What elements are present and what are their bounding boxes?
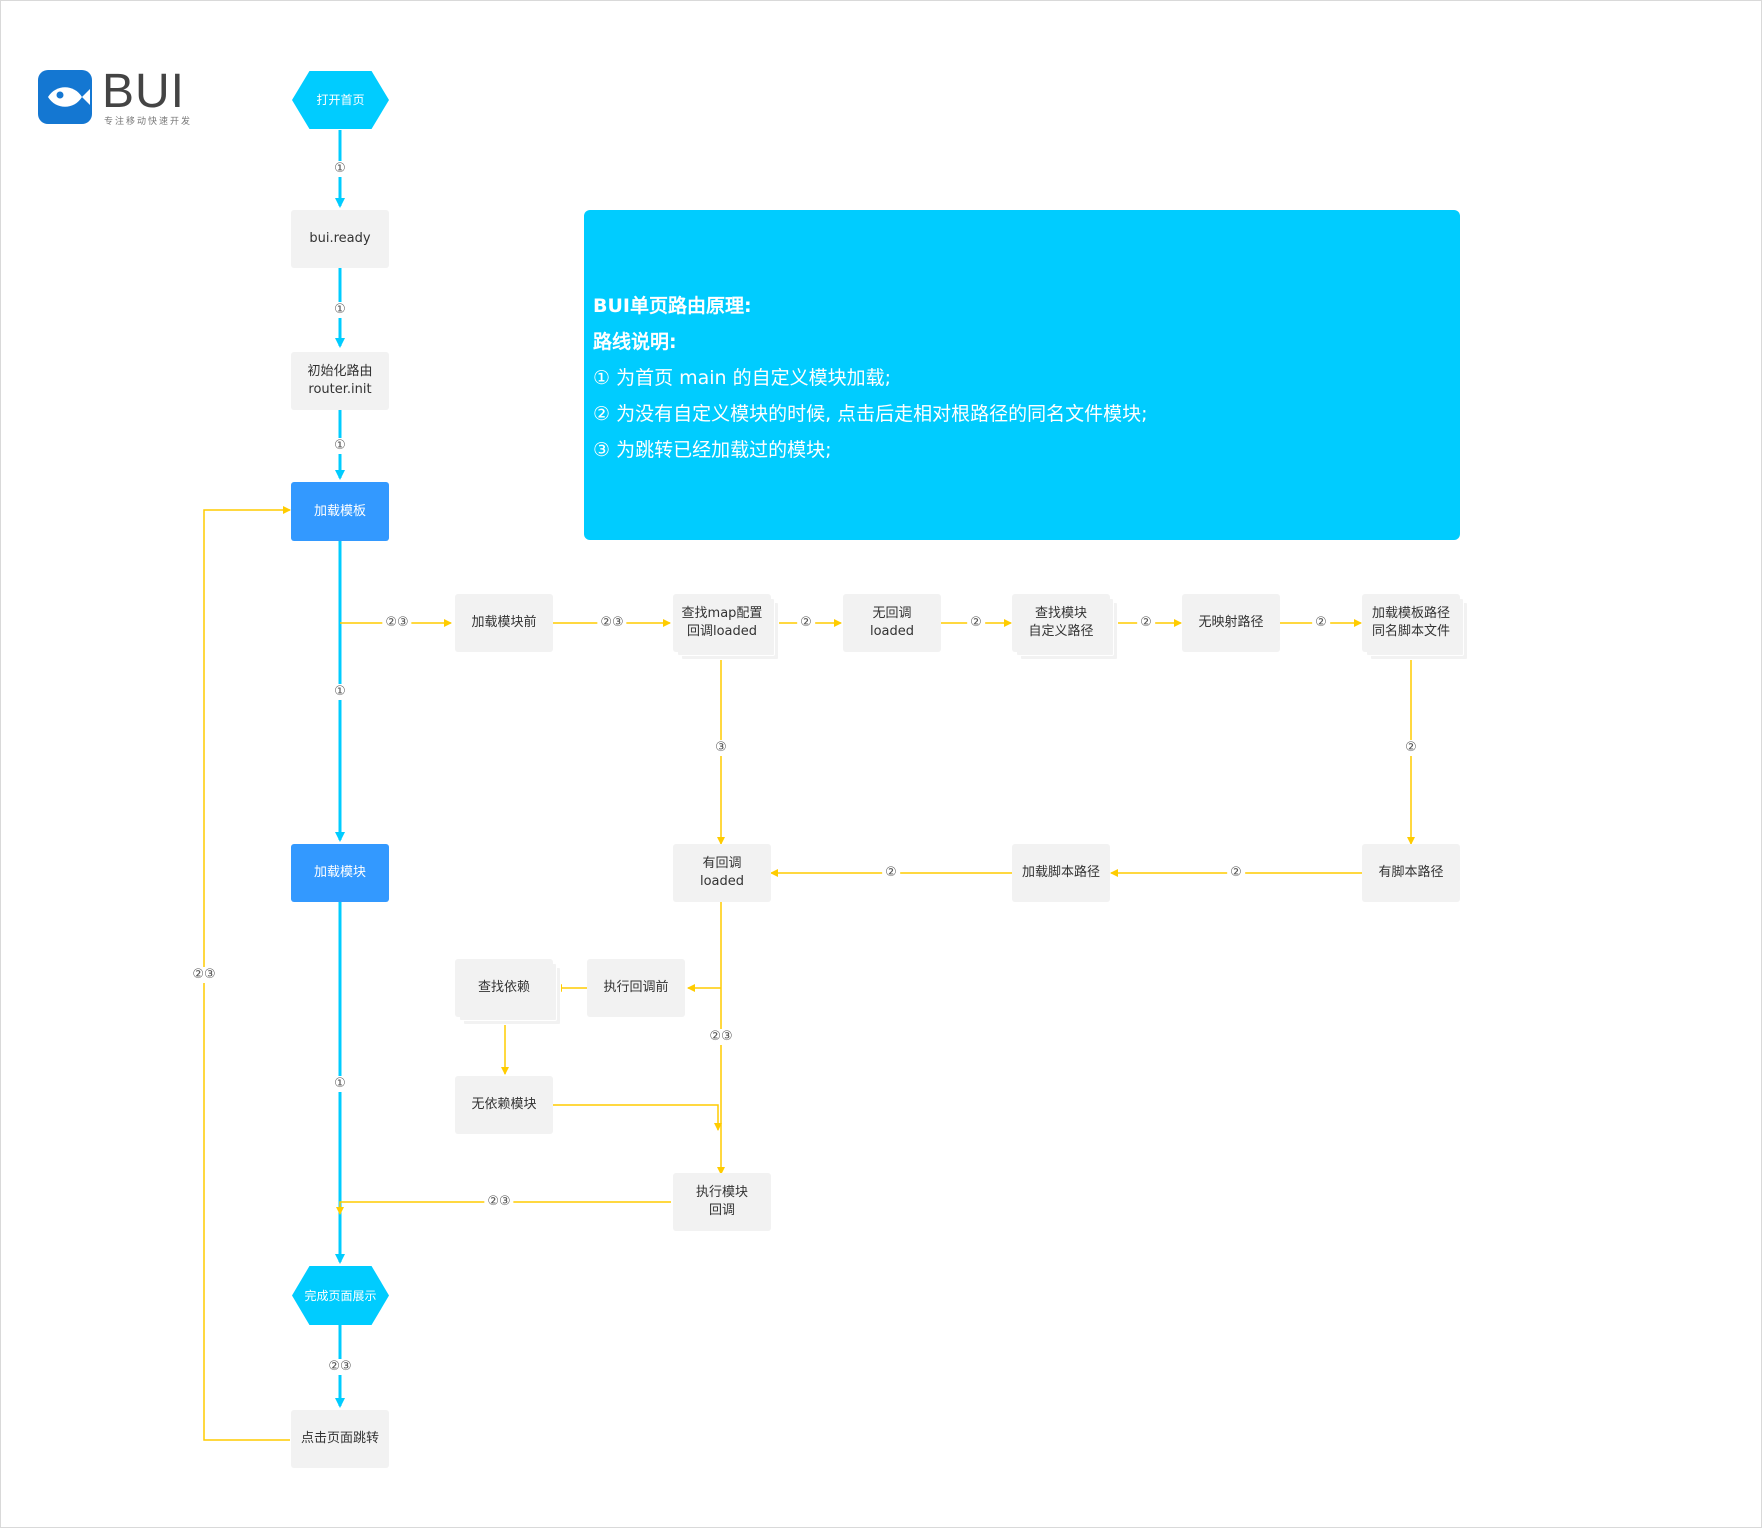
edge-label: ②	[1402, 740, 1420, 756]
info-line: ② 为没有自定义模块的时候, 点击后走相对根路径的同名文件模块;	[593, 403, 1148, 425]
node-find-map: 查找map配置 回调loaded	[673, 594, 771, 652]
edge-label: ②③	[484, 1194, 514, 1210]
node-has-script-path: 有脚本路径	[1362, 844, 1460, 902]
node-load-template: 加载模板	[291, 482, 389, 541]
edge-label: ①	[331, 302, 349, 318]
node-find-deps-stack: 查找依赖	[455, 959, 561, 1025]
node-find-custom-path: 查找模块 自定义路径	[1012, 594, 1110, 652]
node-no-deps: 无依赖模块	[455, 1076, 553, 1134]
fish-logo-icon	[38, 70, 92, 124]
info-line: ① 为首页 main 的自定义模块加载;	[593, 367, 892, 389]
edge-label: ②	[797, 615, 815, 631]
node-router-init: 初始化路由 router.init	[291, 352, 389, 410]
node-click-jump: 点击页面跳转	[291, 1410, 389, 1468]
node-find-deps: 查找依赖	[455, 959, 553, 1017]
edge-label: ②③	[597, 615, 627, 631]
edge-label: ①	[331, 684, 349, 700]
info-line: ③ 为跳转已经加载过的模块;	[593, 439, 832, 461]
node-no-callback: 无回调 loaded	[843, 594, 941, 652]
edge-label: ②③	[325, 1359, 355, 1375]
edge-label: ②	[967, 615, 985, 631]
node-before-callback: 执行回调前	[587, 959, 685, 1017]
edge-label: ②③	[706, 1029, 736, 1045]
edge-label: ②	[1227, 865, 1245, 881]
node-exec-callback: 执行模块 回调	[673, 1173, 771, 1231]
node-no-mapping: 无映射路径	[1182, 594, 1280, 652]
logo-text: BUI	[102, 65, 186, 118]
edge-label: ②	[882, 865, 900, 881]
edge-label: ②③	[189, 967, 219, 983]
edge-label: ②③	[382, 615, 412, 631]
logo-slogan: 专注移动快速开发	[104, 117, 193, 127]
node-page-done: 完成页面展示	[292, 1266, 389, 1325]
node-has-callback: 有回调 loaded	[673, 844, 771, 902]
edge-label: ①	[331, 438, 349, 454]
edge-label: ①	[331, 1076, 349, 1092]
node-bui-ready: bui.ready	[291, 210, 389, 268]
node-load-script-path: 加载脚本路径	[1012, 844, 1110, 902]
node-load-template-path: 加载模板路径 同名脚本文件	[1362, 594, 1460, 652]
edge-nodeps-exec	[553, 1104, 722, 1131]
edge-label: ③	[712, 740, 730, 756]
edge-label: ②	[1137, 615, 1155, 631]
info-title: BUI单页路由原理:	[593, 295, 752, 317]
node-find-custom-path-stack: 查找模块 自定义路径	[1012, 594, 1118, 660]
node-load-module: 加载模块	[291, 844, 389, 902]
node-open-home: 打开首页	[292, 71, 389, 129]
node-before-load-module: 加载模块前	[455, 594, 553, 652]
edge-label: ②	[1312, 615, 1330, 631]
info-panel: BUI单页路由原理: 路线说明: ① 为首页 main 的自定义模块加载; ② …	[584, 210, 1460, 540]
edge-label: ①	[331, 161, 349, 177]
edge-exec-done	[336, 1201, 671, 1215]
info-subtitle: 路线说明:	[593, 331, 677, 353]
node-load-template-path-stack: 加载模板路径 同名脚本文件	[1362, 594, 1468, 660]
node-find-map-stack: 查找map配置 回调loaded	[673, 594, 779, 660]
